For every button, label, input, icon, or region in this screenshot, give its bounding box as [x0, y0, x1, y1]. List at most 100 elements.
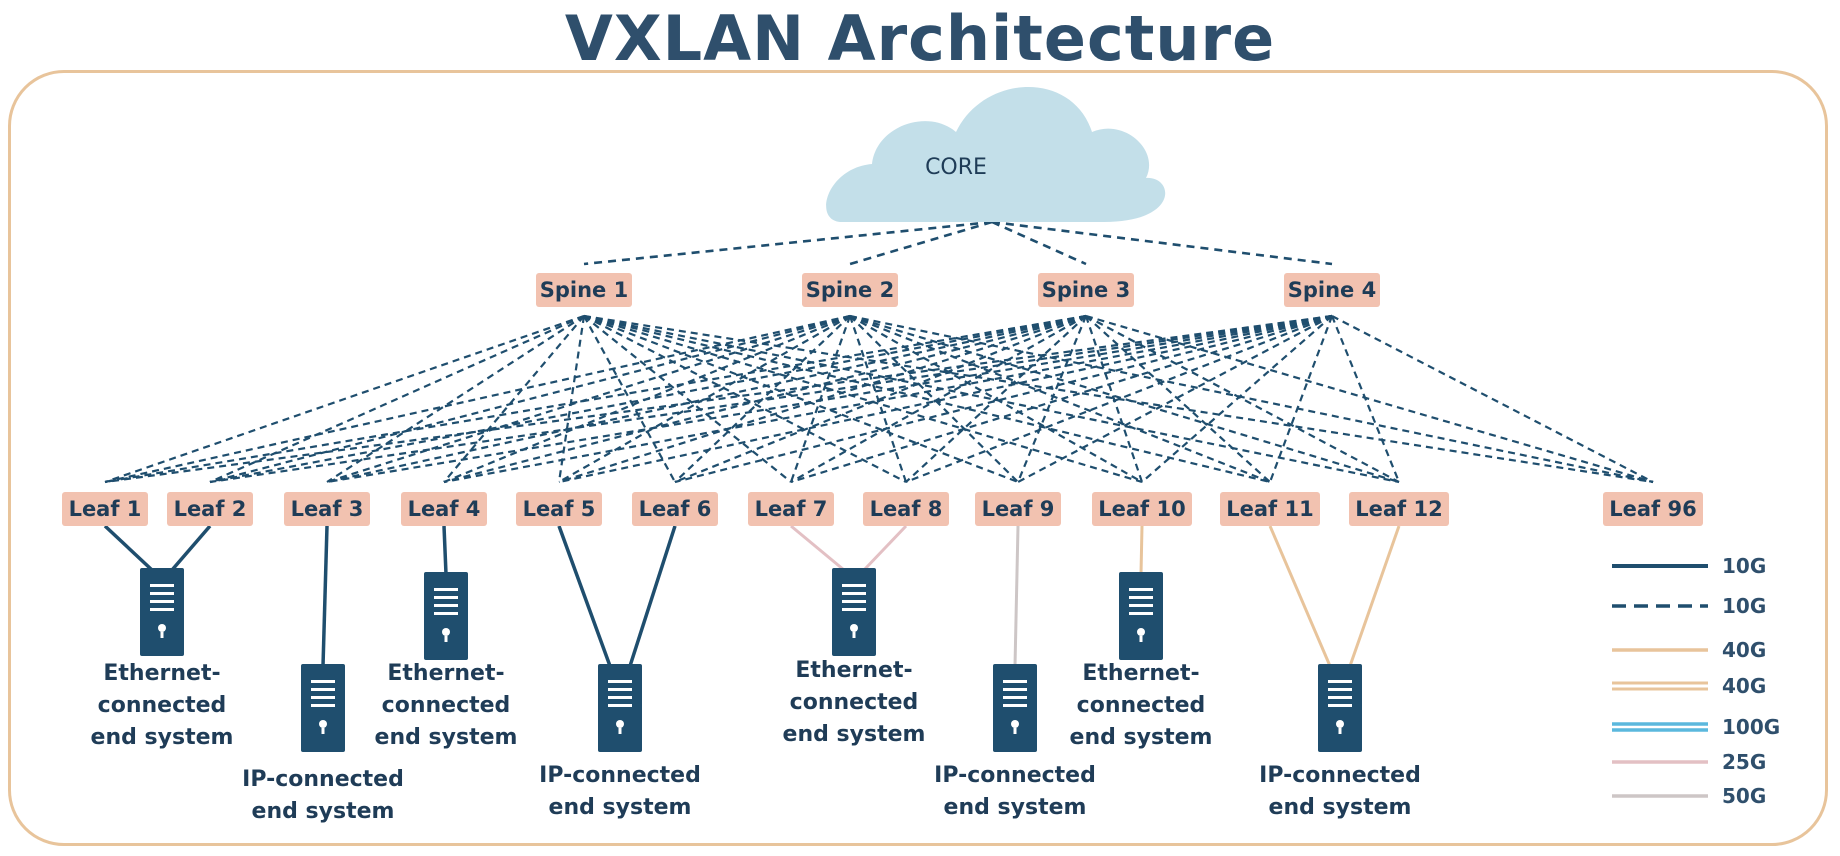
end-system-label: connected: [382, 693, 511, 718]
leaf-3-box: [284, 492, 370, 526]
spine-leaf-link: [326, 314, 1333, 484]
leaf-11[interactable]: Leaf 11: [1220, 492, 1320, 526]
core-spine-link-1: [583, 220, 993, 266]
spine-leaf-link: [848, 315, 908, 483]
end-system-label: connected: [1077, 693, 1206, 718]
legend-item-100g: 100G: [1612, 715, 1780, 739]
server-icon: [301, 664, 345, 752]
spine-leaf-link: [583, 315, 907, 483]
spine-leaf-link: [1085, 314, 1654, 484]
leaf-10-box: [1092, 492, 1192, 526]
leaf-6-box: [632, 492, 718, 526]
spine-leaf-link: [443, 315, 585, 483]
leaf-12[interactable]: Leaf 12: [1349, 492, 1449, 526]
end-system-label: Ethernet-: [795, 658, 912, 683]
server-icon: [140, 568, 184, 656]
spine-nodes: Spine 1 Spine 2 Spine 3 Spine 4: [536, 273, 1380, 307]
leaf-6[interactable]: Leaf 6: [632, 492, 718, 526]
core-spine-link-4: [991, 220, 1333, 266]
spine-4[interactable]: Spine 4: [1284, 273, 1380, 307]
end-system-label: connected: [98, 693, 227, 718]
end-system-label: IP-connected: [242, 767, 404, 792]
server-icon: [424, 572, 468, 660]
spine-leaf-link: [1331, 315, 1654, 483]
spine-leaf-link: [790, 315, 1087, 483]
leaf-7[interactable]: Leaf 7: [748, 492, 834, 526]
legend-item-10g: 10G: [1612, 594, 1766, 618]
leaf-1[interactable]: Leaf 1: [62, 492, 148, 526]
spine-leaf-link: [326, 315, 585, 483]
leaf-10-label: Leaf 10: [1098, 497, 1185, 521]
end-system-3[interactable]: Ethernet-connected end system: [375, 572, 518, 750]
leaf-5[interactable]: Leaf 5: [516, 492, 602, 526]
spine-leaf-link: [849, 315, 1143, 483]
spine-leaf-link: [790, 314, 1333, 484]
spine-leaf-link: [558, 314, 1087, 484]
spine-3[interactable]: Spine 3: [1038, 273, 1134, 307]
spine-2-box: [802, 273, 898, 307]
legend-item-40g: 40G: [1612, 674, 1766, 698]
end-system-label: end system: [1070, 725, 1213, 750]
leaf-8[interactable]: Leaf 8: [863, 492, 949, 526]
spine-leaf-link: [583, 314, 1019, 484]
leaf-nodes: Leaf 1 Leaf 2 Leaf 3 Leaf 4 Leaf 5 Leaf 6 Leaf…: [62, 492, 1703, 526]
spine-leaf-link: [104, 314, 851, 484]
spine-leaf-link: [557, 315, 586, 483]
leaf-5-label: Leaf 5: [523, 497, 596, 521]
end-system-label: IP-connected: [934, 763, 1096, 788]
spine-leaf-link: [443, 314, 1333, 484]
leaf-96[interactable]: Leaf 96: [1603, 492, 1703, 526]
legend-label: 40G: [1722, 638, 1766, 662]
access-link-l10: [1139, 525, 1144, 575]
spine-leaf-link: [674, 314, 1333, 484]
spine-1[interactable]: Spine 1: [536, 273, 632, 307]
core-cloud: CORE: [826, 86, 1166, 222]
spine-leaf-link: [905, 314, 1333, 484]
spine-leaf-link: [583, 315, 676, 483]
leaf-9[interactable]: Leaf 9: [975, 492, 1061, 526]
legend-label: 100G: [1722, 715, 1780, 739]
server-icon: [993, 664, 1037, 752]
access-link-l7: [790, 524, 845, 572]
spine-leaf-link: [558, 315, 851, 483]
leaf-2[interactable]: Leaf 2: [167, 492, 253, 526]
spine-leaf-link: [104, 314, 585, 484]
end-system-6[interactable]: IP-connected end system: [934, 664, 1096, 820]
legend-item-40g: 40G: [1612, 638, 1766, 662]
spine-leaf-link: [209, 314, 1333, 484]
spine-leaf-link: [1084, 315, 1144, 483]
leaf-2-label: Leaf 2: [174, 497, 247, 521]
end-system-label: end system: [1269, 795, 1412, 820]
core-label: CORE: [925, 155, 987, 180]
end-system-label: end system: [944, 795, 1087, 820]
access-link-l11: [1268, 525, 1332, 667]
end-system-label: Ethernet-: [387, 661, 504, 686]
leaf-7-box: [748, 492, 834, 526]
end-system-label: end system: [375, 725, 518, 750]
legend-label: 25G: [1722, 750, 1766, 774]
spine-1-box: [536, 273, 632, 307]
access-link-l1: [103, 524, 154, 572]
spine-leaf-link: [326, 314, 1087, 484]
legend-label: 10G: [1722, 554, 1766, 578]
leaf-4[interactable]: Leaf 4: [401, 492, 487, 526]
spine-leaf-link: [849, 314, 1654, 484]
end-system-label: IP-connected: [539, 763, 701, 788]
leaf-3[interactable]: Leaf 3: [284, 492, 370, 526]
spine-leaf-link: [674, 314, 1087, 484]
spine-3-box: [1038, 273, 1134, 307]
leaf-4-box: [401, 492, 487, 526]
leaf-10[interactable]: Leaf 10: [1092, 492, 1192, 526]
access-links: [103, 524, 1401, 667]
cloud-icon: [826, 86, 1166, 222]
spine-leaf-link: [1085, 315, 1271, 483]
spine-2[interactable]: Spine 2: [802, 273, 898, 307]
access-link-l2: [170, 524, 212, 572]
